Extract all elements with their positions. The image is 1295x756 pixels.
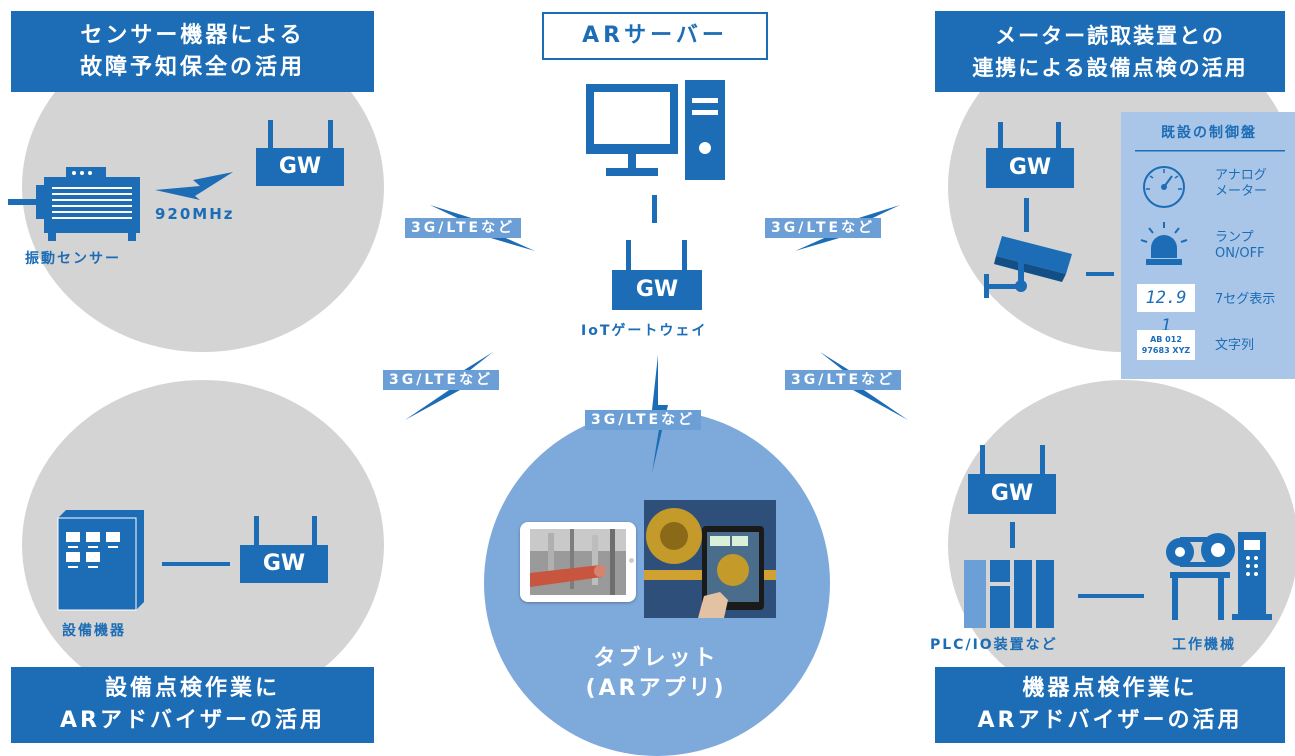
bottom-left-gw-box: GW <box>240 545 328 583</box>
top-right-gw-antennas <box>998 122 1061 158</box>
bottom-right-circle <box>948 380 1295 710</box>
camera-panel-link <box>1086 272 1114 276</box>
tablet-label-line: タブレット <box>593 646 719 671</box>
machine-tool-icon <box>1166 532 1272 620</box>
ar-inspection-photo <box>644 500 776 618</box>
camera-gw-link <box>1024 198 1029 232</box>
text-string-line: AB 012 <box>1150 335 1182 344</box>
text-string-label: 文字列 <box>1215 338 1255 353</box>
lightning-mid-left <box>405 352 493 420</box>
top-right-gw-box: GW <box>986 148 1074 188</box>
seven-segment-label: 7セグ表示 <box>1215 292 1276 307</box>
server-computer-icon <box>586 80 725 180</box>
gauge-icon <box>1143 166 1185 208</box>
vibration-sensor-icon <box>8 167 140 241</box>
banner-line: センサー機器による <box>80 22 305 48</box>
tablet-screen-photo <box>530 529 626 595</box>
plc-io-label: PLC/IO装置など <box>930 637 1058 653</box>
lamp-label: ランプ ON/OFF <box>1215 230 1265 261</box>
seven-segment-display: 12.9 1 <box>1137 284 1195 336</box>
banner-line: ARアドバイザーの活用 <box>60 708 325 733</box>
bottom-left-gw-antennas <box>254 516 317 552</box>
tablet-label: タブレット (ARアプリ) <box>556 644 756 704</box>
center-gw-antennas <box>626 240 687 276</box>
network-tag-mid-left: 3G/LTEなど <box>383 370 500 390</box>
top-left-gw-antennas <box>268 120 333 156</box>
equipment-cabinet-icon <box>57 510 144 611</box>
bottom-right-gw-box: GW <box>968 474 1056 514</box>
machine-tool-label: 工作機械 <box>1172 637 1236 653</box>
tablet-label-line: (ARアプリ) <box>585 676 727 701</box>
lamp-icon <box>1140 222 1188 265</box>
network-tag-top-left: 3G/LTEなど <box>405 218 522 238</box>
equipment-label: 設備機器 <box>62 623 126 639</box>
text-string-display: AB 012 97683 XYZ <box>1137 330 1195 360</box>
banner-line: ARアドバイザーの活用 <box>977 708 1243 733</box>
banner-line: 故障予知保全の活用 <box>79 54 305 80</box>
gw-label: GW <box>635 277 679 302</box>
lightning-mid-right <box>820 352 908 420</box>
lightning-bottom-center <box>652 355 668 473</box>
vibration-sensor-label: 振動センサー <box>25 251 121 267</box>
plc-io-icon <box>964 560 1054 628</box>
tablet-home-button <box>629 558 634 563</box>
control-panel-title: 既設の制御盤 <box>1161 125 1257 141</box>
gw-label: GW <box>278 154 322 179</box>
network-tag-bottom-center: 3G/LTEなど <box>585 410 702 430</box>
plc-machine-link <box>1078 594 1144 598</box>
control-panel: 既設の制御盤 アナログ メーター ランプ ON/OFF 12.9 1 7セグ表示… <box>1121 112 1295 379</box>
ar-server-title: ARサーバー <box>542 12 768 60</box>
network-tag-mid-right: 3G/LTEなど <box>785 370 902 390</box>
lightning-920mhz <box>155 172 233 200</box>
server-gateway-link <box>652 195 657 223</box>
frequency-label: 920MHz <box>155 205 235 223</box>
analog-meter-label: アナログ メーター <box>1215 168 1268 199</box>
top-left-gw-box: GW <box>256 148 344 186</box>
meter-camera-icon <box>984 236 1072 298</box>
top-right-banner: メーター読取装置との 連携による設備点検の活用 <box>935 11 1285 92</box>
center-gw-box: GW <box>612 270 702 310</box>
panel-title-underline <box>1135 150 1285 152</box>
banner-line: 機器点検作業に <box>1022 676 1198 701</box>
banner-line: 設備点検作業に <box>104 676 280 701</box>
top-left-banner: センサー機器による 故障予知保全の活用 <box>11 11 374 92</box>
iot-gateway-label: IoTゲートウェイ <box>581 323 708 339</box>
banner-line: 連携による設備点検の活用 <box>972 55 1248 80</box>
bottom-right-banner: 機器点検作業に ARアドバイザーの活用 <box>935 667 1285 743</box>
gw-label: GW <box>1008 155 1052 180</box>
bottom-right-gw-antennas <box>980 445 1045 481</box>
equipment-gw-link <box>162 562 230 566</box>
network-tag-top-right: 3G/LTEなど <box>765 218 882 238</box>
gw-label: GW <box>990 481 1034 506</box>
bottom-left-banner: 設備点検作業に ARアドバイザーの活用 <box>11 667 374 743</box>
tablet-device-image <box>520 522 636 602</box>
seven-segment-value: 12.9 1 <box>1145 288 1187 336</box>
gw-label: GW <box>262 551 306 576</box>
plc-gw-link <box>1010 522 1015 548</box>
text-string-line: 97683 XYZ <box>1141 346 1191 355</box>
banner-line: メーター読取装置との <box>995 23 1225 48</box>
